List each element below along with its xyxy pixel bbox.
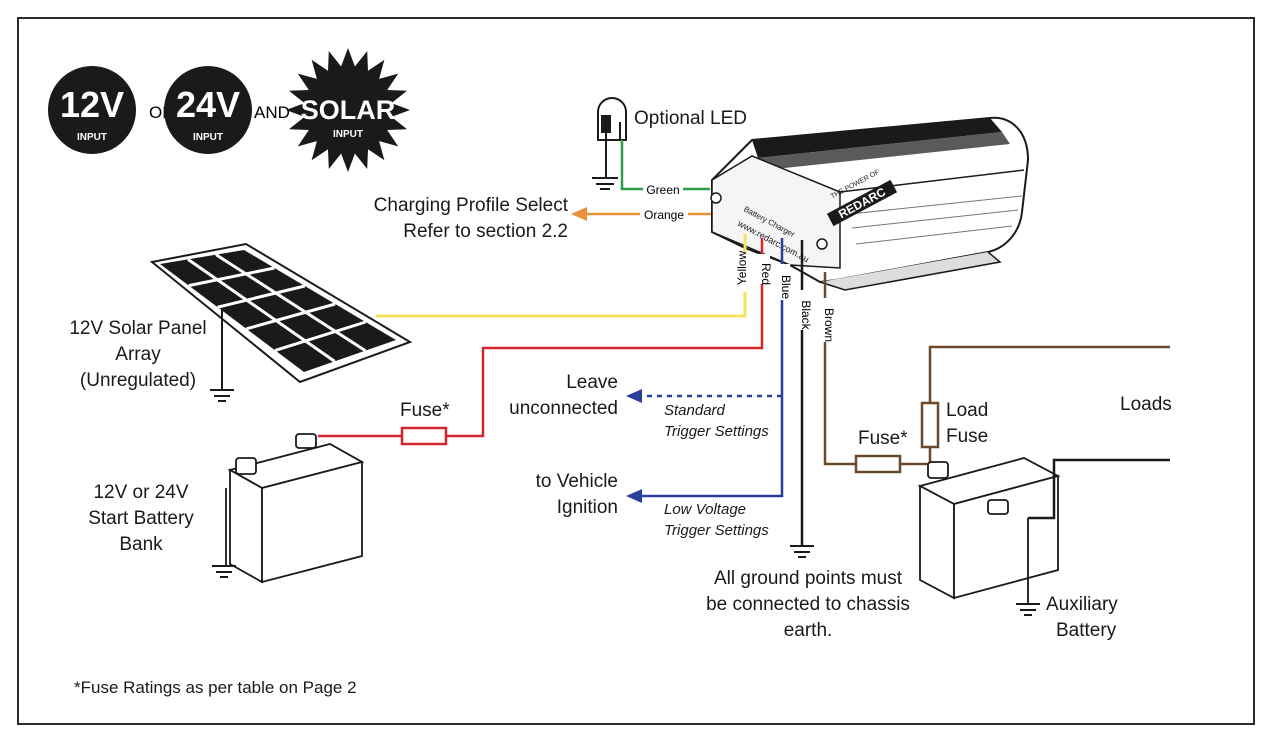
start-fuse bbox=[400, 426, 448, 446]
load-negative-wire bbox=[1028, 458, 1170, 520]
blue-wire-label: Blue bbox=[779, 275, 793, 299]
loads-label: Loads bbox=[1120, 394, 1172, 415]
badge-12v-sub: INPUT bbox=[77, 132, 107, 143]
start-battery-line3: Bank bbox=[119, 534, 163, 555]
and-text: AND bbox=[254, 103, 290, 122]
ignition-line1: to Vehicle bbox=[535, 471, 618, 492]
aux-fuse-label: Fuse* bbox=[858, 428, 908, 449]
aux-battery-line2: Battery bbox=[1056, 620, 1117, 641]
start-fuse-label: Fuse* bbox=[400, 400, 450, 421]
leave-line2: unconnected bbox=[509, 398, 618, 419]
badge-24v-input: 24V INPUT bbox=[164, 66, 252, 154]
leave-line1: Leave bbox=[566, 372, 618, 393]
profile-select-line1: Charging Profile Select bbox=[373, 195, 568, 216]
aux-battery-line1: Auxiliary bbox=[1046, 594, 1118, 615]
load-fuse bbox=[920, 401, 940, 449]
start-battery-line2: Start Battery bbox=[88, 508, 194, 529]
standard-trigger-line2: Trigger Settings bbox=[664, 423, 769, 440]
brown-wire-label: Brown bbox=[822, 308, 836, 342]
footnote: *Fuse Ratings as per table on Page 2 bbox=[74, 678, 357, 697]
start-battery bbox=[225, 433, 365, 584]
solar-panel-line3: (Unregulated) bbox=[79, 370, 197, 391]
orange-wire-label: Orange bbox=[644, 208, 684, 222]
ground-note-line3: earth. bbox=[783, 620, 833, 641]
leave-arrow bbox=[626, 389, 642, 403]
ignition-line2: Ignition bbox=[556, 497, 618, 518]
badge-24v-sub: INPUT bbox=[193, 132, 223, 143]
led-ground-icon bbox=[592, 177, 618, 190]
badge-12v-input: 12V INPUT bbox=[48, 66, 136, 154]
badge-solar-sub: INPUT bbox=[333, 129, 363, 140]
ignition-arrow bbox=[626, 489, 642, 503]
start-battery-ground-icon bbox=[212, 565, 236, 578]
standard-trigger-line1: Standard bbox=[664, 402, 725, 419]
red-wire-label: Red bbox=[759, 263, 773, 285]
low-voltage-trigger-line1: Low Voltage bbox=[664, 501, 747, 518]
solar-ground-icon bbox=[210, 389, 234, 402]
start-battery-line1: 12V or 24V bbox=[93, 482, 189, 503]
load-fuse-line1: Load bbox=[946, 400, 989, 421]
solar-panel-line2: Array bbox=[115, 344, 161, 365]
ground-note-line2: be connected to chassis bbox=[706, 594, 910, 615]
yellow-wire bbox=[376, 234, 747, 318]
badge-solar-input: SOLAR INPUT bbox=[286, 48, 410, 172]
badge-solar-main: SOLAR bbox=[301, 95, 396, 125]
green-wire-label: Green bbox=[646, 183, 679, 197]
aux-battery-ground-icon bbox=[1016, 603, 1040, 616]
blue-wire bbox=[640, 238, 784, 498]
profile-select-line2: Refer to section 2.2 bbox=[403, 221, 568, 242]
led-icon bbox=[597, 97, 627, 178]
aux-fuse bbox=[854, 454, 902, 474]
red-wire bbox=[318, 238, 764, 438]
black-ground-icon bbox=[790, 545, 814, 558]
black-wire-label: Black bbox=[799, 300, 813, 330]
badge-24v-main: 24V bbox=[176, 84, 240, 125]
diagram-frame bbox=[17, 17, 1255, 725]
solar-panel-line1: 12V Solar Panel bbox=[69, 318, 207, 339]
badge-12v-main: 12V bbox=[60, 84, 124, 125]
aux-battery bbox=[917, 457, 1061, 604]
ground-note-line1: All ground points must bbox=[714, 568, 902, 589]
low-voltage-trigger-line2: Trigger Settings bbox=[664, 522, 769, 539]
yellow-wire-label: Yellow bbox=[735, 251, 749, 286]
load-fuse-line2: Fuse bbox=[946, 426, 989, 447]
led-label: Optional LED bbox=[634, 108, 748, 129]
solar-panel bbox=[149, 242, 413, 390]
orange-arrow bbox=[571, 207, 587, 221]
